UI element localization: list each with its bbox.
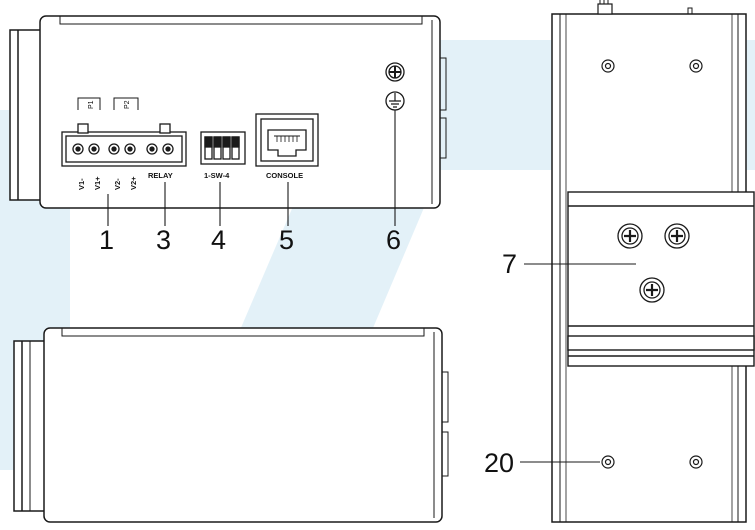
dip-switch: [200, 131, 246, 165]
power-terminal-block: [61, 123, 187, 167]
label-v2-minus: V2-: [113, 178, 122, 190]
label-p2: P2: [124, 100, 131, 109]
ground-screw: [385, 62, 405, 82]
terminal-screw-center-5: [149, 146, 155, 152]
pin-group-brackets: [77, 97, 139, 110]
label-v2-plus: V2+: [129, 176, 138, 190]
callout-3: 3: [156, 225, 171, 255]
rear-panel-view: [13, 327, 449, 523]
callout-4: 4: [211, 225, 226, 255]
phillips-screw-icon: [617, 223, 690, 303]
din-rail-bracket: [567, 191, 755, 367]
callout-20: 20: [484, 448, 514, 478]
label-p1: P1: [88, 100, 95, 109]
label-v1-plus: V1+: [93, 176, 102, 190]
callout-7: 7: [502, 249, 517, 279]
label-v1-minus: V1-: [77, 178, 86, 190]
callout-1: 1: [99, 225, 114, 255]
terminal-screw-center-4: [127, 146, 133, 152]
terminal-screw-center-2: [91, 146, 97, 152]
ground-symbol-icon: [385, 91, 405, 111]
callout-6: 6: [386, 225, 401, 255]
terminal-screw-center-1: [75, 146, 81, 152]
label-console: CONSOLE: [266, 171, 303, 180]
label-relay: RELAY: [148, 171, 173, 180]
console-port: [255, 113, 319, 167]
terminal-screw-center-6: [165, 146, 171, 152]
callout-5: 5: [279, 225, 294, 255]
label-dip-switch: 1-SW-4: [204, 171, 230, 180]
mounting-holes: [601, 59, 703, 469]
callout-leaders-front: [107, 110, 396, 226]
callout-leaders-side: [520, 263, 636, 463]
terminal-screw-center-3: [111, 146, 117, 152]
